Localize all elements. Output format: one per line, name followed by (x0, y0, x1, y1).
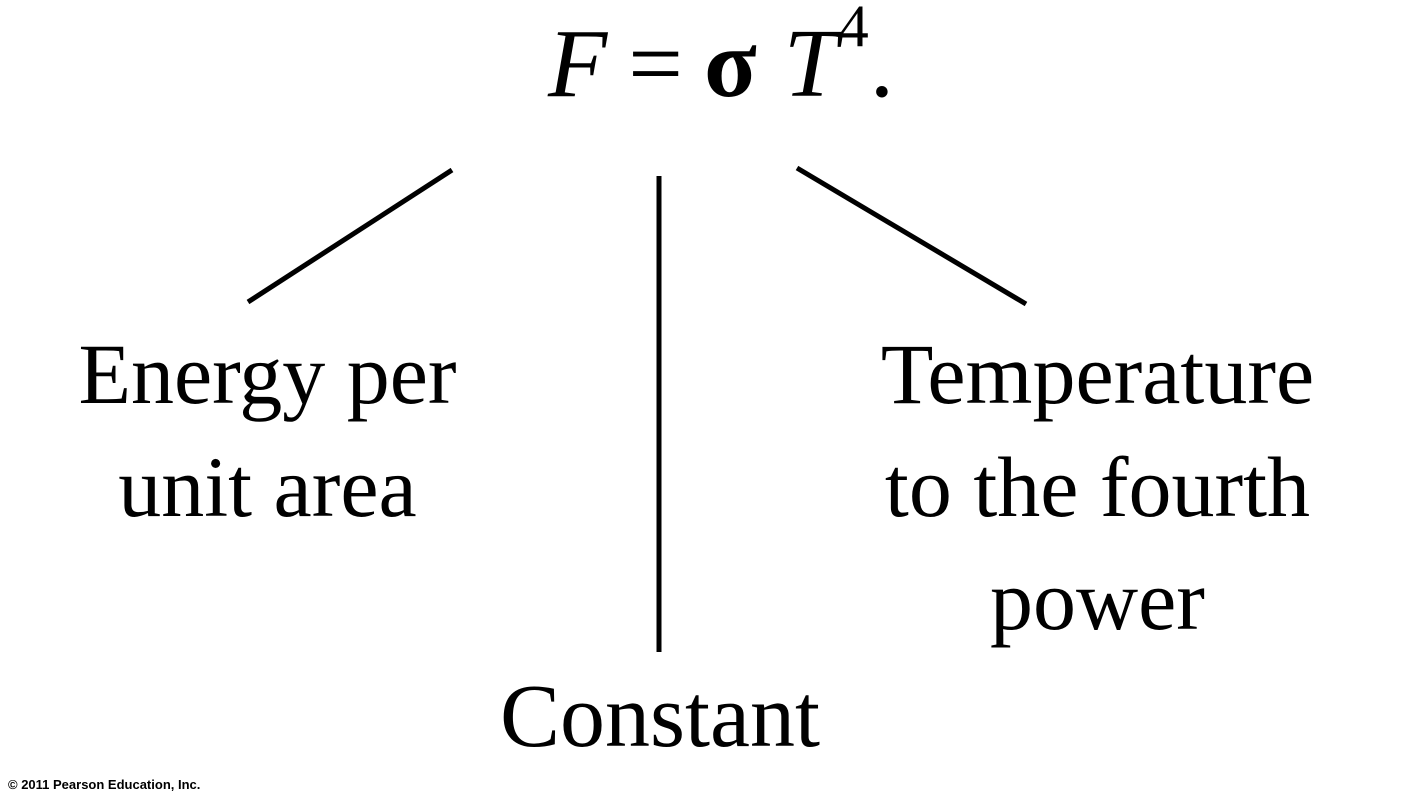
period: . (869, 10, 895, 117)
label-line: unit area (118, 439, 417, 535)
connector-line-energy (246, 167, 454, 305)
equals-sign: = (628, 10, 684, 117)
sigma-symbol: σ (703, 10, 758, 117)
label-line: Energy per (78, 326, 457, 422)
label-constant: Constant (445, 662, 875, 772)
label-line: Constant (499, 667, 820, 766)
temperature-symbol: T (783, 10, 839, 117)
label-line: power (990, 552, 1205, 648)
label-line: Temperature (880, 326, 1315, 422)
copyright-notice: © 2011 Pearson Education, Inc. (8, 777, 201, 792)
label-temperature-fourth-power: Temperature to the fourth power (795, 318, 1400, 657)
connector-line-temperature (795, 165, 1028, 307)
label-energy-per-unit-area: Energy per unit area (0, 318, 535, 544)
exponent-four: 4 (838, 0, 870, 59)
flux-symbol: F (548, 10, 609, 117)
label-line: to the fourth (884, 439, 1311, 535)
